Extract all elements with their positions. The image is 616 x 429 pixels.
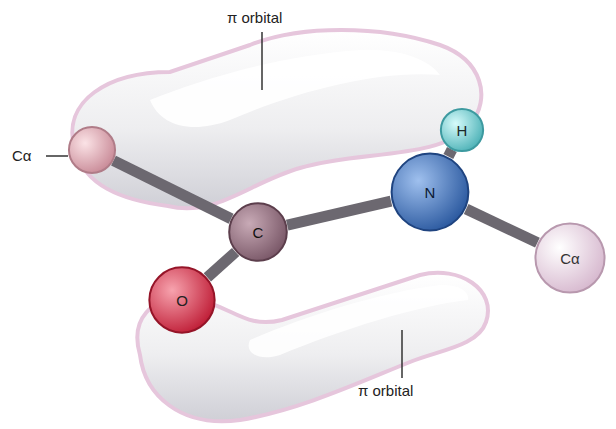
leader-line — [46, 155, 68, 157]
atom-label: Cα — [560, 251, 580, 266]
atom-label: N — [425, 185, 436, 200]
orbital-highlight — [249, 285, 469, 357]
bond-rod — [466, 209, 537, 243]
bond-rod — [448, 150, 452, 157]
orbital-label: π orbital — [358, 383, 413, 400]
atom-sphere: O — [148, 266, 216, 334]
atom-label: Cα — [12, 148, 32, 163]
atom-sphere: C — [228, 202, 288, 262]
atom-sphere: Cα — [68, 126, 116, 174]
leader-line — [401, 330, 403, 378]
atom-label: H — [457, 123, 468, 138]
atom-label: C — [253, 225, 264, 240]
atom-sphere: Cα — [534, 222, 606, 294]
orbital-label: π orbital — [227, 10, 282, 27]
atom-label: O — [176, 293, 188, 308]
atom-sphere: N — [390, 152, 470, 232]
leader-line — [261, 32, 263, 90]
sphere-outline — [68, 126, 116, 174]
orbital-highlight — [150, 50, 440, 127]
bond-rod — [207, 252, 235, 277]
atom-sphere: H — [440, 108, 484, 152]
bond-rod — [114, 161, 232, 219]
bond-rod — [287, 201, 391, 225]
